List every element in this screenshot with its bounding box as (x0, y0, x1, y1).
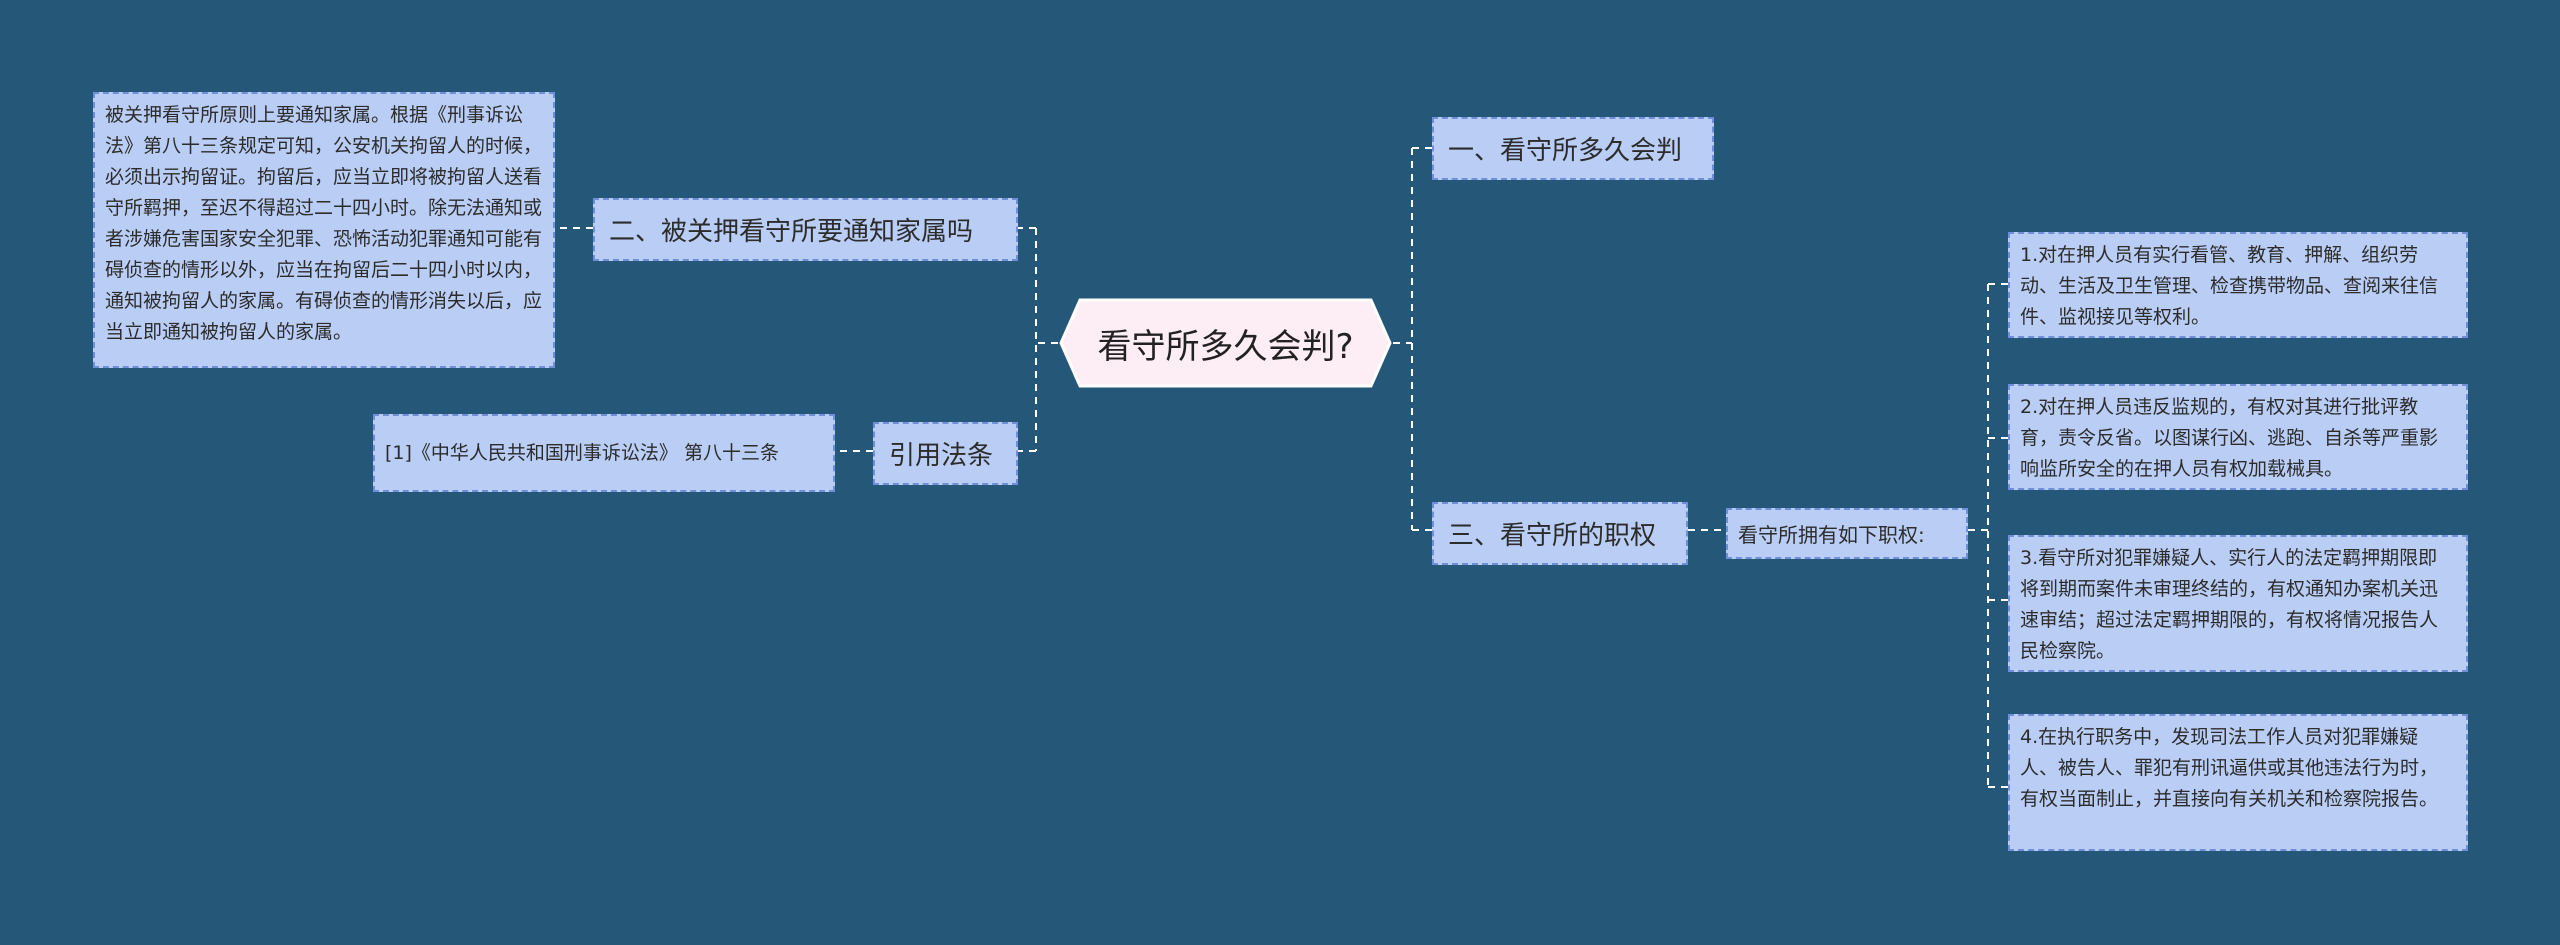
duty-item-3[interactable]: 3.看守所对犯罪嫌疑人、实行人的法定羁押期限即将到期而案件未审理终结的，有权通知… (2008, 535, 2468, 672)
duty-item-2[interactable]: 2.对在押人员违反监规的，有权对其进行批评教育，责令反省。以图谋行凶、逃跑、自杀… (2008, 384, 2468, 490)
branch-1-label: 一、看守所多久会判 (1448, 136, 1683, 166)
cite-detail[interactable]: [1]《中华人民共和国刑事诉讼法》 第八十三条 (373, 414, 835, 492)
duty-item-3-text: 3.看守所对犯罪嫌疑人、实行人的法定羁押期限即将到期而案件未审理终结的，有权通知… (2020, 547, 2439, 662)
branch-1-node[interactable]: 一、看守所多久会判 (1432, 117, 1714, 180)
branch-3-label: 三、看守所的职权 (1448, 521, 1657, 551)
duty-item-4-text: 4.在执行职务中，发现司法工作人员对犯罪嫌疑人、被告人、罪犯有刑讯逼供或其他违法… (2020, 726, 2439, 810)
branch-3-node[interactable]: 三、看守所的职权 (1432, 502, 1688, 565)
root-node-shape (1059, 298, 1392, 388)
duty-item-1-text: 1.对在押人员有实行看管、教育、押解、组织劳动、生活及卫生管理、检查携带物品、查… (2020, 244, 2439, 328)
duty-item-1[interactable]: 1.对在押人员有实行看管、教育、押解、组织劳动、生活及卫生管理、检查携带物品、查… (2008, 232, 2468, 338)
root-node-title[interactable]: 看守所多久会判? (1097, 326, 1354, 367)
branch-2-detail[interactable]: 被关押看守所原则上要通知家属。根据《刑事诉讼法》第八十三条规定可知，公安机关拘留… (93, 92, 555, 368)
duty-item-2-text: 2.对在押人员违反监规的，有权对其进行批评教育，责令反省。以图谋行凶、逃跑、自杀… (2020, 396, 2439, 480)
cite-detail-text: [1]《中华人民共和国刑事诉讼法》 第八十三条 (385, 441, 779, 464)
branch-2-label: 二、被关押看守所要通知家属吗 (609, 217, 974, 247)
branch-2-detail-text: 被关押看守所原则上要通知家属。根据《刑事诉讼法》第八十三条规定可知，公安机关拘留… (105, 104, 543, 343)
duties-intro-node[interactable]: 看守所拥有如下职权: (1726, 508, 1968, 559)
duty-item-4[interactable]: 4.在执行职务中，发现司法工作人员对犯罪嫌疑人、被告人、罪犯有刑讯逼供或其他违法… (2008, 714, 2468, 851)
branch-2-node[interactable]: 二、被关押看守所要通知家属吗 (593, 198, 1018, 261)
duties-intro-label: 看守所拥有如下职权: (1738, 523, 1925, 547)
cite-node[interactable]: 引用法条 (873, 422, 1018, 485)
cite-label: 引用法条 (889, 441, 994, 471)
